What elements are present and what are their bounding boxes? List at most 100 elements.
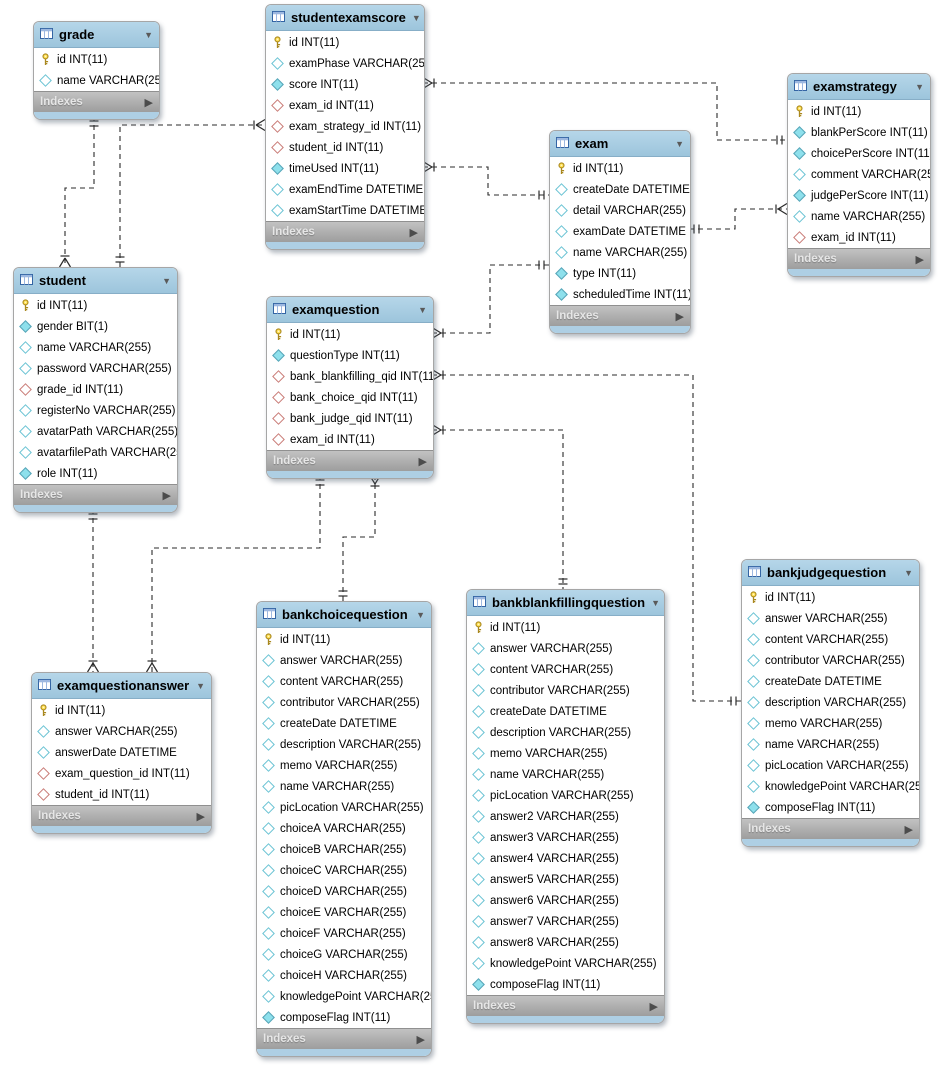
indexes-footer[interactable]: Indexes ▶	[34, 91, 159, 112]
expand-arrow-icon[interactable]: ▶	[416, 1033, 425, 1046]
table-header[interactable]: bankjudgequestion ▼	[742, 560, 919, 586]
column-nullable-diamond-icon	[555, 183, 568, 196]
column-row: name VARCHAR(255)	[742, 734, 919, 755]
expand-arrow-icon[interactable]: ▶	[904, 823, 913, 836]
collapse-arrow-icon[interactable]: ▼	[411, 12, 421, 23]
column-row: id INT(11)	[742, 587, 919, 608]
column-row: choiceE VARCHAR(255)	[257, 902, 431, 923]
column-row: knowledgePoint VARCHAR(255)	[742, 776, 919, 797]
expand-arrow-icon[interactable]: ▶	[649, 1000, 658, 1013]
relationship-examquestion-bankblankfillingquestion	[431, 423, 568, 589]
column-text: id INT(11)	[490, 621, 541, 634]
table-exam[interactable]: exam ▼ id INT(11) createDate DATETIME de…	[549, 130, 691, 334]
table-header[interactable]: exam ▼	[550, 131, 690, 157]
indexes-footer[interactable]: Indexes ▶	[14, 484, 177, 505]
table-grade[interactable]: grade ▼ id INT(11) name VARCHAR(255) Ind…	[33, 21, 160, 120]
column-text: memo VARCHAR(255)	[765, 717, 883, 730]
expand-arrow-icon[interactable]: ▶	[144, 96, 153, 109]
column-text: contributor VARCHAR(255)	[280, 696, 420, 709]
column-text: createDate DATETIME	[765, 675, 882, 688]
column-row: knowledgePoint VARCHAR(255)	[467, 953, 664, 974]
primary-key-icon	[39, 53, 52, 66]
column-list: id INT(11) blankPerScore INT(11) choiceP…	[788, 100, 930, 248]
table-bottom-strip	[14, 505, 177, 512]
table-bankjudgequestion[interactable]: bankjudgequestion ▼ id INT(11) answer VA…	[741, 559, 920, 847]
table-student[interactable]: student ▼ id INT(11) gender BIT(1) name …	[13, 267, 178, 513]
expand-arrow-icon[interactable]: ▶	[418, 455, 427, 468]
expand-arrow-icon[interactable]: ▶	[162, 489, 171, 502]
indexes-label: Indexes	[794, 253, 837, 265]
collapse-arrow-icon[interactable]: ▼	[904, 567, 913, 578]
collapse-arrow-icon[interactable]: ▼	[144, 29, 153, 40]
column-row: picLocation VARCHAR(255)	[467, 785, 664, 806]
collapse-arrow-icon[interactable]: ▼	[651, 597, 661, 608]
table-header[interactable]: examquestionanswer ▼	[32, 673, 211, 699]
column-text: type INT(11)	[573, 267, 637, 280]
indexes-footer[interactable]: Indexes ▶	[257, 1028, 431, 1049]
column-text: description VARCHAR(255)	[765, 696, 907, 709]
column-row: answer8 VARCHAR(255)	[467, 932, 664, 953]
table-bottom-strip	[257, 1049, 431, 1056]
primary-key-icon	[555, 162, 568, 175]
column-nullable-diamond-icon	[262, 969, 275, 982]
column-text: answer6 VARCHAR(255)	[490, 894, 619, 907]
column-nullable-diamond-icon	[555, 204, 568, 217]
column-nullable-diamond-icon	[747, 633, 760, 646]
table-header[interactable]: grade ▼	[34, 22, 159, 48]
column-text: knowledgePoint VARCHAR(255)	[280, 990, 432, 1003]
column-nullable-diamond-icon	[555, 246, 568, 259]
column-row: createDate DATETIME	[467, 701, 664, 722]
column-text: answer VARCHAR(255)	[55, 725, 178, 738]
column-row: examDate DATETIME	[550, 221, 690, 242]
table-header[interactable]: studentexamscore ▼	[266, 5, 424, 31]
indexes-footer[interactable]: Indexes ▶	[266, 221, 424, 242]
expand-arrow-icon[interactable]: ▶	[196, 810, 205, 823]
column-notnull-diamond-icon	[472, 978, 485, 991]
table-examstrategy[interactable]: examstrategy ▼ id INT(11) blankPerScore …	[787, 73, 931, 277]
table-examquestionanswer[interactable]: examquestionanswer ▼ id INT(11) answer V…	[31, 672, 212, 834]
indexes-footer[interactable]: Indexes ▶	[788, 248, 930, 269]
column-nullable-diamond-icon	[19, 341, 32, 354]
indexes-footer[interactable]: Indexes ▶	[32, 805, 211, 826]
column-nullable-diamond-icon	[747, 738, 760, 751]
expand-arrow-icon[interactable]: ▶	[675, 310, 684, 323]
table-header[interactable]: student ▼	[14, 268, 177, 294]
table-header[interactable]: bankblankfillingquestion ▼	[467, 590, 664, 616]
column-nullable-diamond-icon	[747, 675, 760, 688]
expand-arrow-icon[interactable]: ▶	[409, 226, 418, 239]
column-row: avatarfilePath VARCHAR(255)	[14, 442, 177, 463]
column-row: blankPerScore INT(11)	[788, 122, 930, 143]
column-row: choiceC VARCHAR(255)	[257, 860, 431, 881]
column-row: id INT(11)	[267, 324, 433, 345]
table-header[interactable]: bankchoicequestion ▼	[257, 602, 431, 628]
collapse-arrow-icon[interactable]: ▼	[196, 680, 205, 691]
table-bankchoicequestion[interactable]: bankchoicequestion ▼ id INT(11) answer V…	[256, 601, 432, 1057]
column-notnull-diamond-icon	[262, 1011, 275, 1024]
column-nullable-diamond-icon	[472, 789, 485, 802]
collapse-arrow-icon[interactable]: ▼	[416, 609, 425, 620]
table-bankblankfillingquestion[interactable]: bankblankfillingquestion ▼ id INT(11) an…	[466, 589, 665, 1024]
table-studentexamscore[interactable]: studentexamscore ▼ id INT(11) examPhase …	[265, 4, 425, 250]
indexes-footer[interactable]: Indexes ▶	[550, 305, 690, 326]
indexes-footer[interactable]: Indexes ▶	[742, 818, 919, 839]
table-examquestion[interactable]: examquestion ▼ id INT(11) questionType I…	[266, 296, 434, 479]
indexes-footer[interactable]: Indexes ▶	[267, 450, 433, 471]
column-row: detail VARCHAR(255)	[550, 200, 690, 221]
column-row: name VARCHAR(255)	[467, 764, 664, 785]
column-row: choiceD VARCHAR(255)	[257, 881, 431, 902]
expand-arrow-icon[interactable]: ▶	[915, 253, 924, 266]
table-header[interactable]: examquestion ▼	[267, 297, 433, 323]
collapse-arrow-icon[interactable]: ▼	[675, 138, 684, 149]
column-notnull-diamond-icon	[555, 267, 568, 280]
column-text: choiceH VARCHAR(255)	[280, 969, 407, 982]
collapse-arrow-icon[interactable]: ▼	[418, 304, 427, 315]
table-icon	[473, 595, 486, 610]
collapse-arrow-icon[interactable]: ▼	[915, 81, 924, 92]
table-header[interactable]: examstrategy ▼	[788, 74, 930, 100]
relationship-grade-student	[58, 116, 99, 268]
collapse-arrow-icon[interactable]: ▼	[162, 275, 171, 286]
column-text: choicePerScore INT(11)	[811, 147, 931, 160]
column-row: memo VARCHAR(255)	[467, 743, 664, 764]
relationship-student-examquestionanswer	[86, 509, 100, 673]
indexes-footer[interactable]: Indexes ▶	[467, 995, 664, 1016]
